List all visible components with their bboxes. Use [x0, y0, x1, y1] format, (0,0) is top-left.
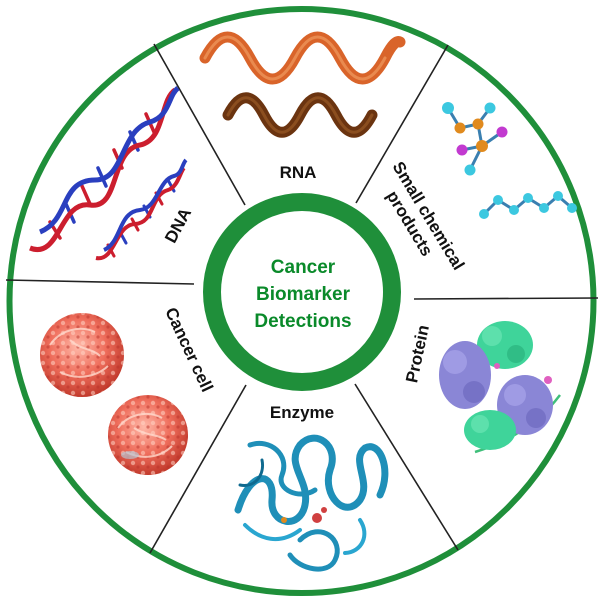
center-title-line3: Detections	[254, 311, 351, 332]
center-ring	[203, 193, 401, 391]
segment-cancer-cell: Cancer cell	[40, 305, 217, 475]
protein-structure-icon	[439, 321, 561, 454]
segment-enzyme: Enzyme	[234, 403, 389, 572]
cancer-cell-icon	[40, 313, 188, 475]
rna-label: RNA	[280, 163, 317, 182]
dna-helix-icon	[29, 86, 188, 261]
segment-dividers	[5, 43, 599, 554]
center-title-line1: Cancer	[271, 257, 336, 278]
molecule-model-icon	[442, 102, 577, 219]
enzyme-ribbon-icon	[234, 434, 389, 572]
center-title-line2: Biomarker	[256, 284, 351, 305]
center-title: Cancer Biomarker Detections	[254, 257, 351, 332]
segment-rna: RNA	[199, 31, 406, 182]
enzyme-label: Enzyme	[270, 403, 334, 422]
rna-strands-icon	[199, 31, 406, 138]
